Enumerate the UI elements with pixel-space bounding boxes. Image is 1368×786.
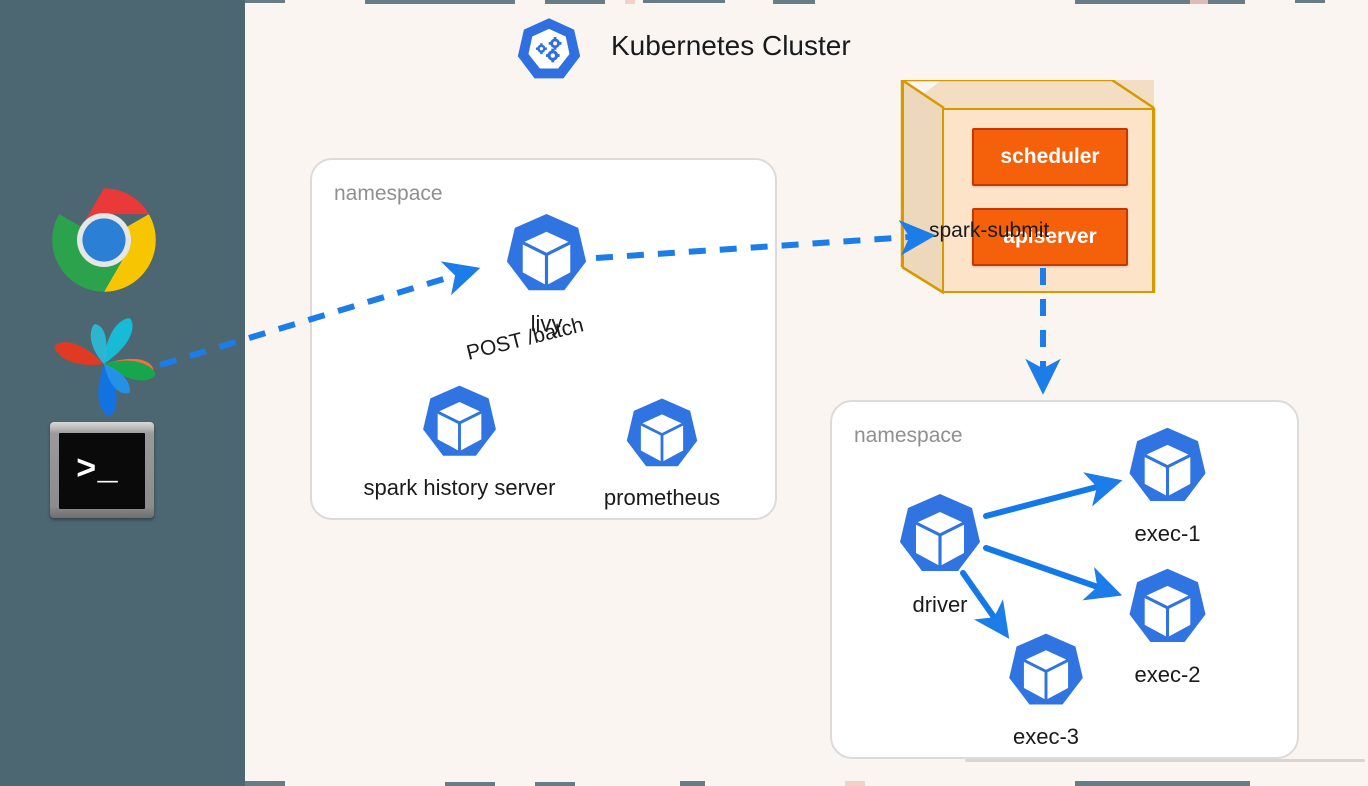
edge-artifact [445,782,495,786]
edge-artifact [535,782,575,786]
edge-artifact [245,781,285,786]
pod-driver[interactable]: driver [890,490,990,617]
terminal-prompt: >_ [76,452,119,490]
pod-spark-history-server[interactable]: spark history server [364,382,555,500]
airflow-pinwheel-icon[interactable] [50,310,158,418]
pod-label: prometheus [603,485,721,510]
pod-prometheus[interactable]: prometheus [604,395,720,510]
pod-label: exec-2 [1134,662,1201,687]
control-plane-front-face: scheduler apiserver [942,108,1154,293]
pod-label: exec-1 [1134,521,1201,546]
pod-livy[interactable]: livy [497,210,596,336]
kubernetes-cluster-region: Kubernetes Cluster namespace livy [245,0,1368,786]
pod-label: spark history server [363,475,556,500]
namespace-label: namespace [854,424,963,447]
edge-artifact [680,781,705,786]
edge-artifact [545,0,605,4]
control-plane-side-face [902,80,944,295]
edge-artifact [1295,0,1325,3]
edge-artifact [845,781,865,786]
edge-artifact [643,0,725,3]
app-sidebar: >_ [0,0,245,786]
control-plane-box: scheduler apiserver [900,80,1158,295]
edge-artifact [625,0,635,4]
kubernetes-logo-icon [511,16,587,92]
pod-exec-2[interactable]: exec-2 [1120,565,1215,687]
terminal-screen: >_ [59,433,145,509]
pod-exec-3[interactable]: exec-3 [1000,630,1092,749]
edge-artifact [1190,0,1208,4]
namespace-box-right: namespace driver exec-1 [830,400,1299,759]
cluster-title: Kubernetes Cluster [611,30,851,61]
pod-label: livy [530,311,563,336]
edge-label-spark-submit: spark-submit [929,219,1050,242]
edge-artifact [365,0,515,4]
edge-artifact [1075,781,1250,786]
edge-artifact [773,0,815,4]
terminal-icon[interactable]: >_ [50,422,154,518]
edge-artifact [245,0,285,3]
edge-artifact [965,759,1365,762]
chrome-icon[interactable] [50,186,158,294]
pod-label: driver [912,592,968,617]
scheduler-component[interactable]: scheduler [972,128,1128,186]
pod-exec-1[interactable]: exec-1 [1120,424,1215,546]
pod-label: exec-3 [1012,724,1080,749]
namespace-label: namespace [334,182,443,205]
edge-artifact [1075,0,1245,4]
apiserver-component[interactable]: apiserver [972,208,1128,266]
